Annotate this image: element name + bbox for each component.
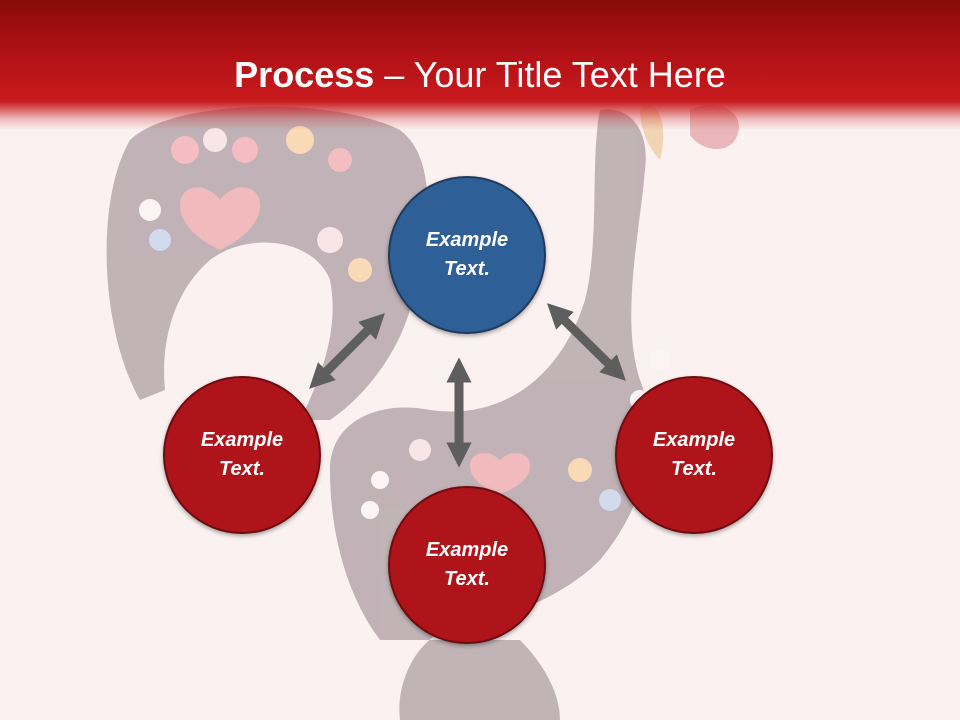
arrow-top-to-right [547,303,626,381]
node-right-label: Example Text. [652,429,736,480]
node-bottom-label: Example Text. [425,539,509,590]
node-bottom[interactable]: Example Text. [388,486,546,644]
node-top-label: Example Text. [425,229,509,280]
title-bold: Process [234,54,375,95]
node-top[interactable]: Example Text. [388,176,546,334]
arrow-left-to-top [309,313,385,389]
slide-title: Process – Your Title Text Here [0,52,960,98]
title-rest: – Your Title Text Here [374,54,726,95]
title-bar [0,0,960,130]
node-right[interactable]: Example Text. [615,376,773,534]
node-left-label: Example Text. [200,429,284,480]
node-left[interactable]: Example Text. [163,376,321,534]
